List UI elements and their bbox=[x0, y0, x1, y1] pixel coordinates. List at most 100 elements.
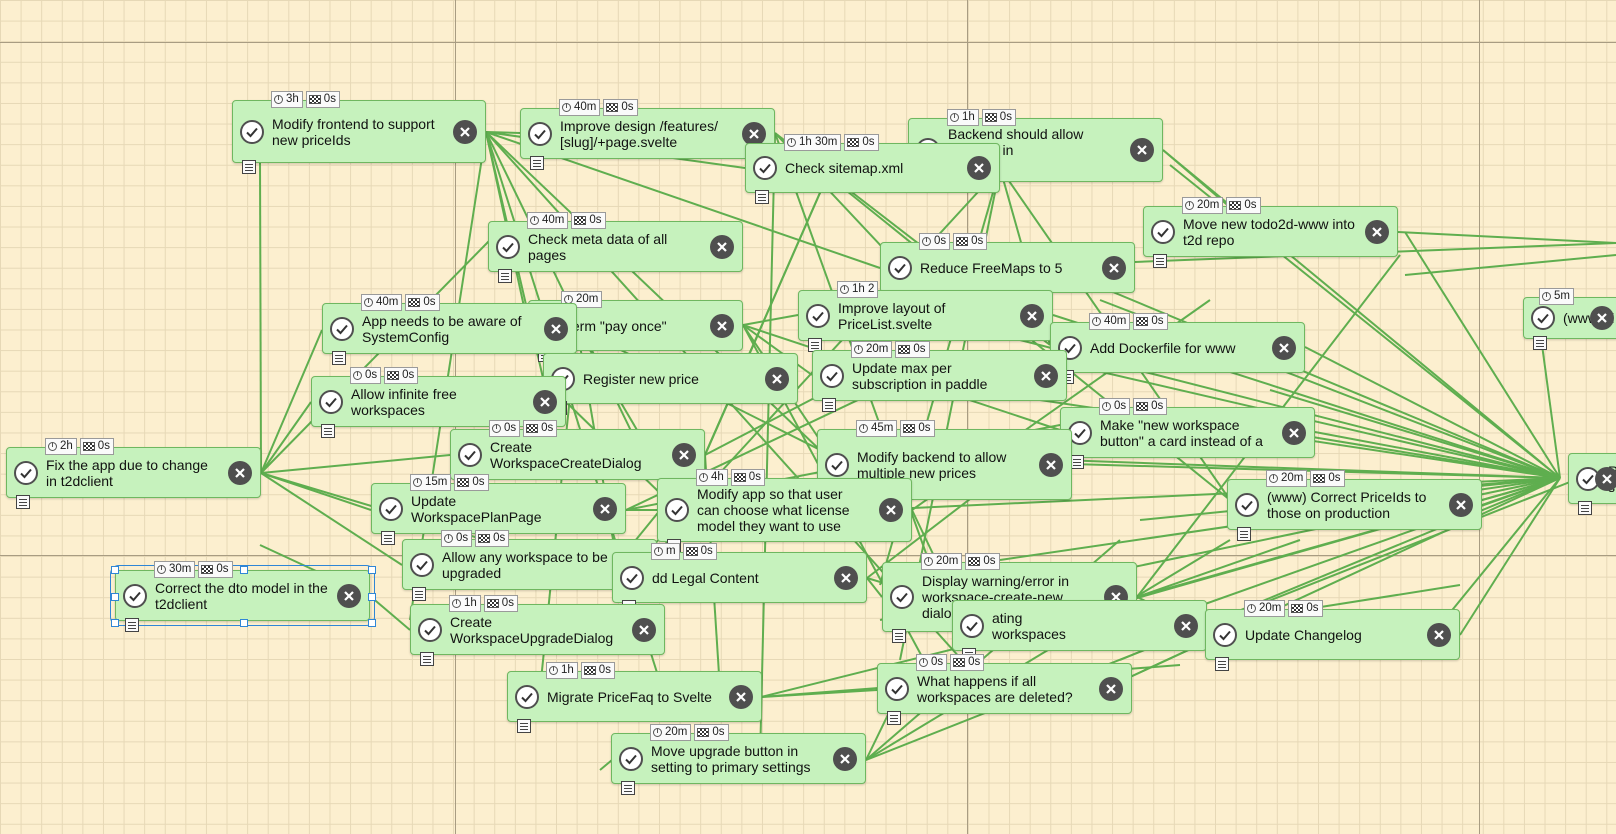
check-circle-icon[interactable] bbox=[14, 460, 38, 485]
duration-chip[interactable]: 20m bbox=[1182, 197, 1224, 214]
elapsed-chip[interactable]: 0s bbox=[682, 543, 717, 560]
duration-chip[interactable]: 20m bbox=[921, 553, 963, 570]
elapsed-chip[interactable]: 0s bbox=[900, 420, 935, 437]
check-circle-icon[interactable] bbox=[496, 234, 520, 259]
check-circle-icon[interactable] bbox=[319, 389, 343, 414]
notes-icon[interactable] bbox=[242, 160, 256, 174]
elapsed-chip[interactable]: 0s bbox=[1310, 470, 1345, 487]
check-circle-icon[interactable] bbox=[825, 452, 849, 477]
elapsed-chip[interactable]: 0s bbox=[1133, 313, 1168, 330]
elapsed-chip[interactable]: 0s bbox=[603, 99, 638, 116]
x-circle-icon[interactable] bbox=[1427, 622, 1451, 647]
x-circle-icon[interactable] bbox=[544, 316, 568, 341]
x-circle-icon[interactable] bbox=[1282, 420, 1306, 445]
elapsed-chip[interactable]: 0s bbox=[1133, 398, 1168, 415]
elapsed-chip[interactable]: 0s bbox=[79, 438, 114, 455]
duration-chip[interactable]: 0s bbox=[350, 367, 382, 384]
x-circle-icon[interactable] bbox=[710, 313, 734, 338]
elapsed-chip[interactable]: 0s bbox=[1288, 600, 1323, 617]
elapsed-chip[interactable]: 0s bbox=[454, 474, 489, 491]
task-node[interactable]: R s bbox=[1568, 453, 1616, 515]
check-circle-icon[interactable] bbox=[1151, 219, 1175, 244]
x-circle-icon[interactable] bbox=[632, 617, 656, 642]
check-circle-icon[interactable] bbox=[806, 303, 830, 328]
notes-icon[interactable] bbox=[1215, 657, 1229, 671]
check-circle-icon[interactable] bbox=[528, 121, 552, 146]
notes-icon[interactable] bbox=[517, 719, 531, 733]
elapsed-chip[interactable]: 0s bbox=[953, 233, 988, 250]
notes-icon[interactable] bbox=[420, 652, 434, 666]
duration-chip[interactable]: 0s bbox=[919, 233, 951, 250]
elapsed-chip[interactable]: 0s bbox=[523, 420, 558, 437]
x-circle-icon[interactable] bbox=[729, 684, 753, 709]
elapsed-chip[interactable]: 0s bbox=[198, 561, 233, 578]
x-circle-icon[interactable] bbox=[765, 366, 789, 391]
notes-icon[interactable] bbox=[412, 587, 426, 601]
task-node[interactable]: 5m(www)Fi bbox=[1523, 288, 1616, 350]
check-circle-icon[interactable] bbox=[888, 255, 912, 280]
x-circle-icon[interactable] bbox=[1102, 255, 1126, 280]
duration-chip[interactable]: 40m bbox=[527, 212, 569, 229]
x-circle-icon[interactable] bbox=[879, 498, 903, 522]
notes-icon[interactable] bbox=[1153, 254, 1167, 268]
x-circle-icon[interactable] bbox=[1272, 335, 1296, 360]
elapsed-chip[interactable]: 0s bbox=[844, 134, 879, 151]
check-circle-icon[interactable] bbox=[890, 585, 914, 609]
check-circle-icon[interactable] bbox=[1213, 622, 1237, 647]
elapsed-chip[interactable]: 0s bbox=[580, 662, 615, 679]
notes-icon[interactable] bbox=[892, 629, 906, 643]
resize-handle[interactable] bbox=[239, 566, 248, 574]
notes-icon[interactable] bbox=[1237, 527, 1251, 541]
duration-chip[interactable]: 2h bbox=[45, 438, 77, 455]
notes-icon[interactable] bbox=[321, 424, 335, 438]
duration-chip[interactable]: 20m bbox=[1244, 600, 1286, 617]
notes-icon[interactable] bbox=[332, 351, 346, 365]
check-circle-icon[interactable] bbox=[665, 498, 689, 522]
elapsed-chip[interactable]: 0s bbox=[405, 294, 440, 311]
notes-icon[interactable] bbox=[822, 398, 836, 412]
check-circle-icon[interactable] bbox=[960, 613, 984, 638]
check-circle-icon[interactable] bbox=[820, 363, 844, 388]
duration-chip[interactable]: 1h 2 bbox=[837, 281, 879, 298]
check-circle-icon[interactable] bbox=[240, 119, 264, 144]
x-circle-icon[interactable] bbox=[672, 442, 696, 467]
resize-handle[interactable] bbox=[111, 566, 119, 574]
resize-handle[interactable] bbox=[368, 592, 376, 601]
elapsed-chip[interactable]: 0s bbox=[730, 469, 765, 486]
duration-chip[interactable]: 15m bbox=[410, 474, 452, 491]
x-circle-icon[interactable] bbox=[1034, 363, 1058, 388]
duration-chip[interactable]: 1h bbox=[947, 109, 979, 126]
notes-icon[interactable] bbox=[1070, 455, 1084, 469]
x-circle-icon[interactable] bbox=[967, 156, 991, 180]
elapsed-chip[interactable]: 0s bbox=[950, 654, 985, 671]
x-circle-icon[interactable] bbox=[337, 583, 361, 608]
check-circle-icon[interactable] bbox=[753, 156, 777, 180]
duration-chip[interactable]: 30m bbox=[154, 561, 196, 578]
check-circle-icon[interactable] bbox=[515, 684, 539, 709]
check-circle-icon[interactable] bbox=[330, 316, 354, 341]
duration-chip[interactable]: 0s bbox=[441, 530, 473, 547]
x-circle-icon[interactable] bbox=[228, 460, 252, 485]
duration-chip[interactable]: 20m bbox=[1266, 470, 1308, 487]
check-circle-icon[interactable] bbox=[885, 676, 909, 701]
notes-icon[interactable] bbox=[1533, 336, 1547, 350]
duration-chip[interactable]: 1h bbox=[449, 595, 481, 612]
elapsed-chip[interactable]: 0s bbox=[571, 212, 606, 229]
elapsed-chip[interactable]: 0s bbox=[483, 595, 518, 612]
duration-chip[interactable]: 40m bbox=[559, 99, 601, 116]
resize-handle[interactable] bbox=[111, 592, 119, 601]
x-circle-icon[interactable] bbox=[834, 565, 858, 590]
